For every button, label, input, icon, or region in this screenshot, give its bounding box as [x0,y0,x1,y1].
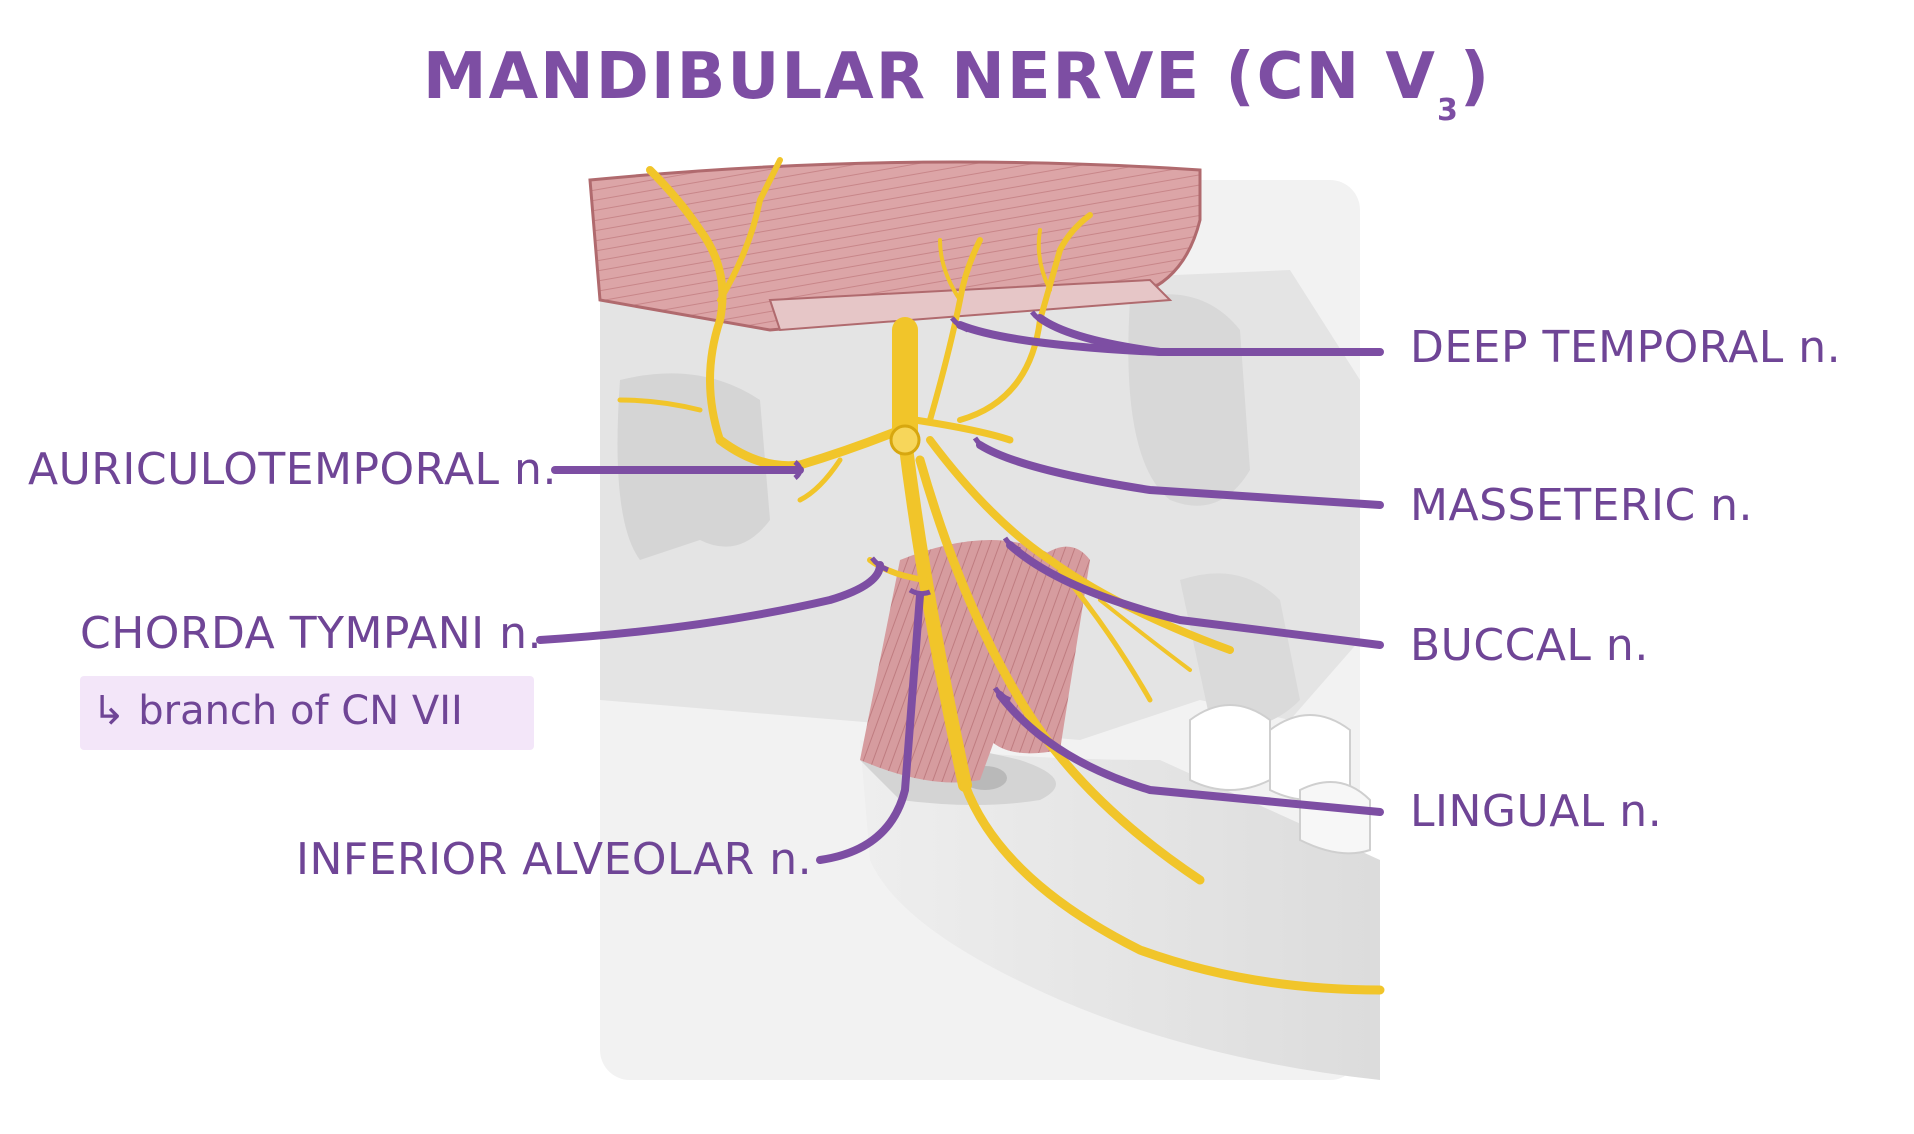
inferior-alveolar-leader [816,591,924,864]
label-chorda-tympani: CHORDA TYMPANI n. [80,608,542,659]
label-lingual: LINGUAL n. [1410,786,1663,837]
label-masseteric: MASSETERIC n. [1410,480,1754,531]
buccal-leader [1006,541,1384,649]
diagram-title: MANDIBULAR NERVE (CN V3) [0,40,1914,128]
title-subscript: 3 [1436,93,1460,128]
title-close: ) [1459,40,1492,114]
label-deep-temporal: DEEP TEMPORAL n. [1410,322,1842,373]
lingual-leader [996,691,1384,816]
label-auriculotemporal: AURICULOTEMPORAL n. [28,444,557,495]
label-buccal: BUCCAL n. [1410,620,1649,671]
leader-ticks [793,310,1049,703]
chorda-note: ↳ branch of CN VII [92,688,463,734]
nerve-branches [617,157,1385,995]
title-text: MANDIBULAR NERVE (CN V [422,40,1437,114]
chorda-tympani-leader [536,561,884,644]
label-inferior-alveolar: INFERIOR ALVEOLAR n. [296,834,813,885]
leader-lines [536,314,1384,864]
masseteric-leader [976,441,1384,509]
chorda-note-box [80,676,534,750]
